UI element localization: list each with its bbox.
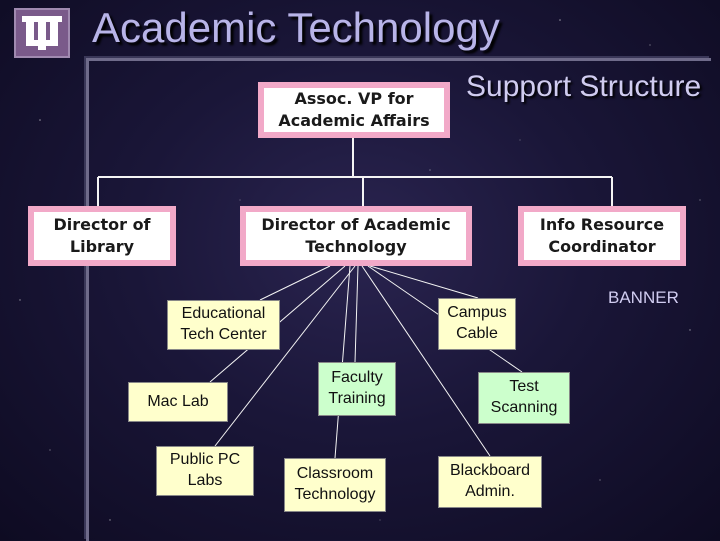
info-resource-coordinator-box: Info Resource Coordinator [518,206,686,266]
director-library-box: Director of Library [28,206,176,266]
vp-academic-affairs-box: Assoc. VP for Academic Affairs [258,82,450,138]
director-academic-technology-box: Director of Academic Technology [240,206,472,266]
test-scanning-box: Test Scanning [478,372,570,424]
connector-to-blackboard [361,265,491,457]
campus-cable-box: Campus Cable [438,298,516,350]
slide-frame [86,58,711,541]
connector-to-faculty-training [354,265,359,363]
page-title: Academic Technology [92,4,500,51]
classroom-technology-box: Classroom Technology [284,458,386,512]
blackboard-admin-box: Blackboard Admin. [438,456,542,508]
educational-tech-center-box: Educational Tech Center [167,300,280,350]
banner-label: BANNER [608,288,679,307]
public-pc-labs-box: Public PC Labs [156,446,254,496]
mac-lab-box: Mac Lab [128,382,228,422]
page-subtitle: Support Structure [466,70,702,103]
faculty-training-box: Faculty Training [318,362,396,416]
university-logo-icon [14,8,70,58]
connector-to-public-pc [214,265,356,447]
connector-to-ed-tech [259,265,331,301]
connector-to-campus-cable [369,265,479,299]
